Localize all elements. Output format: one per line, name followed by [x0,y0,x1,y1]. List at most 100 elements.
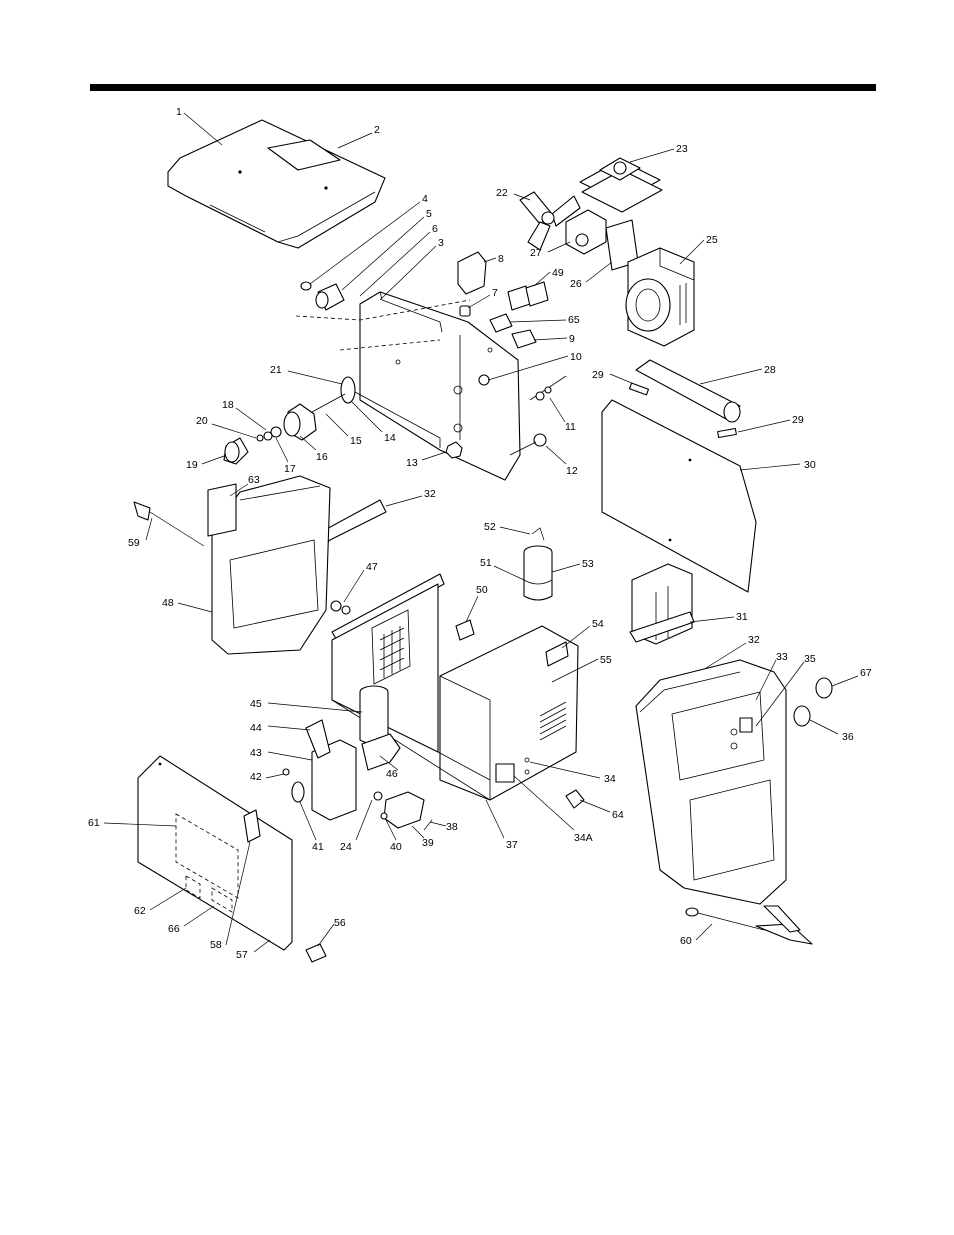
pc-board-part [580,158,662,212]
callout-43: 43 [250,747,262,759]
callout-59: 59 [128,537,140,549]
terminal-assembly-part [530,376,566,400]
ground-clamp-part [686,906,812,944]
knob-cap-part [816,678,832,698]
callout-62: 62 [134,905,146,917]
callout-31: 31 [736,611,748,623]
drive-shaft-assembly-part [224,377,355,464]
callout-23: 23 [676,143,688,155]
callout-60: 60 [680,935,692,947]
callout-52: 52 [484,521,496,533]
callout-39: 39 [422,837,434,849]
callout-29b: 29 [792,414,804,426]
callout-58: 58 [210,939,222,951]
top-cover-part [168,120,385,248]
callout-4: 4 [422,193,428,205]
callout-30: 30 [804,459,816,471]
main-transformer-part [630,564,694,644]
callout-41: 41 [312,841,324,853]
callout-24: 24 [340,841,352,853]
gun-connector-part [316,284,344,310]
callout-49: 49 [552,267,564,279]
callout-56: 56 [334,917,346,929]
callout-18: 18 [222,399,234,411]
callout-34A: 34A [574,832,593,844]
resistor-part [636,360,740,422]
callout-42: 42 [250,771,262,783]
inductor-part [626,248,694,346]
callout-35: 35 [804,653,816,665]
callout-57: 57 [236,949,248,961]
callout-14: 14 [384,432,396,444]
switch-part [512,330,536,348]
door-foot-part [306,944,326,962]
callout-40: 40 [390,841,402,853]
center-baffle-part [296,292,520,480]
callout-36: 36 [842,731,854,743]
callout-11: 11 [565,421,576,433]
callout-12: 12 [566,465,578,477]
callout-50: 50 [476,584,488,596]
label-part [208,484,236,536]
callout-67: 67 [860,667,872,679]
callout-1: 1 [176,106,182,118]
knob-part [794,706,810,726]
rectifier-part [458,252,486,294]
callout-28: 28 [764,364,776,376]
fan-motor-part [566,210,606,254]
callout-13: 13 [406,457,418,469]
gun-connector-block-part [374,792,432,830]
callout-55: 55 [600,654,612,666]
callout-15: 15 [350,435,362,447]
callout-34: 34 [604,773,616,785]
bushing-part [479,375,489,385]
callout-8: 8 [498,253,504,265]
terminal-block-part [490,314,512,332]
callout-38: 38 [446,821,458,833]
callout-26: 26 [570,278,582,290]
rear-panel-part [636,660,786,904]
callout-54: 54 [592,618,604,630]
callout-53: 53 [582,558,594,570]
callout-47: 47 [366,561,378,573]
callout-10: 10 [570,351,582,363]
bracket-part [456,620,474,640]
callout-16: 16 [316,451,328,463]
terminal-part [566,790,584,808]
callout-44: 44 [250,722,262,734]
callout-3: 3 [438,237,444,249]
callout-27: 27 [530,247,542,259]
relay-part [508,282,548,310]
callout-19: 19 [186,459,198,471]
callout-45: 45 [250,698,262,710]
callout-6: 6 [432,223,438,235]
callout-37: 37 [506,839,518,851]
callout-32: 32 [424,488,436,500]
callout-7: 7 [492,287,498,299]
callout-29: 29 [592,369,604,381]
callout-48: 48 [162,597,174,609]
callout-21: 21 [270,364,282,376]
callout-63: 63 [248,474,260,486]
small-nut-part [301,282,311,290]
drive-motor-part [360,686,388,744]
callout-17: 17 [284,463,296,475]
callout-65: 65 [568,314,580,326]
power-cord-part [134,502,204,546]
callout-5: 5 [426,208,432,220]
callout-20: 20 [196,415,208,427]
capacitor-lead-part [532,528,544,540]
callout-32b: 32 [748,634,760,646]
callout-9: 9 [569,333,575,345]
callout-66: 66 [168,923,180,935]
callout-51: 51 [480,557,492,569]
capacitor-part [524,546,552,600]
callout-22: 22 [496,187,508,199]
callout-61: 61 [88,817,100,829]
callout-25: 25 [706,234,718,246]
callout-2: 2 [374,124,380,136]
fitting-part [331,601,350,614]
callout-33: 33 [776,651,788,663]
callout-46: 46 [386,768,398,780]
